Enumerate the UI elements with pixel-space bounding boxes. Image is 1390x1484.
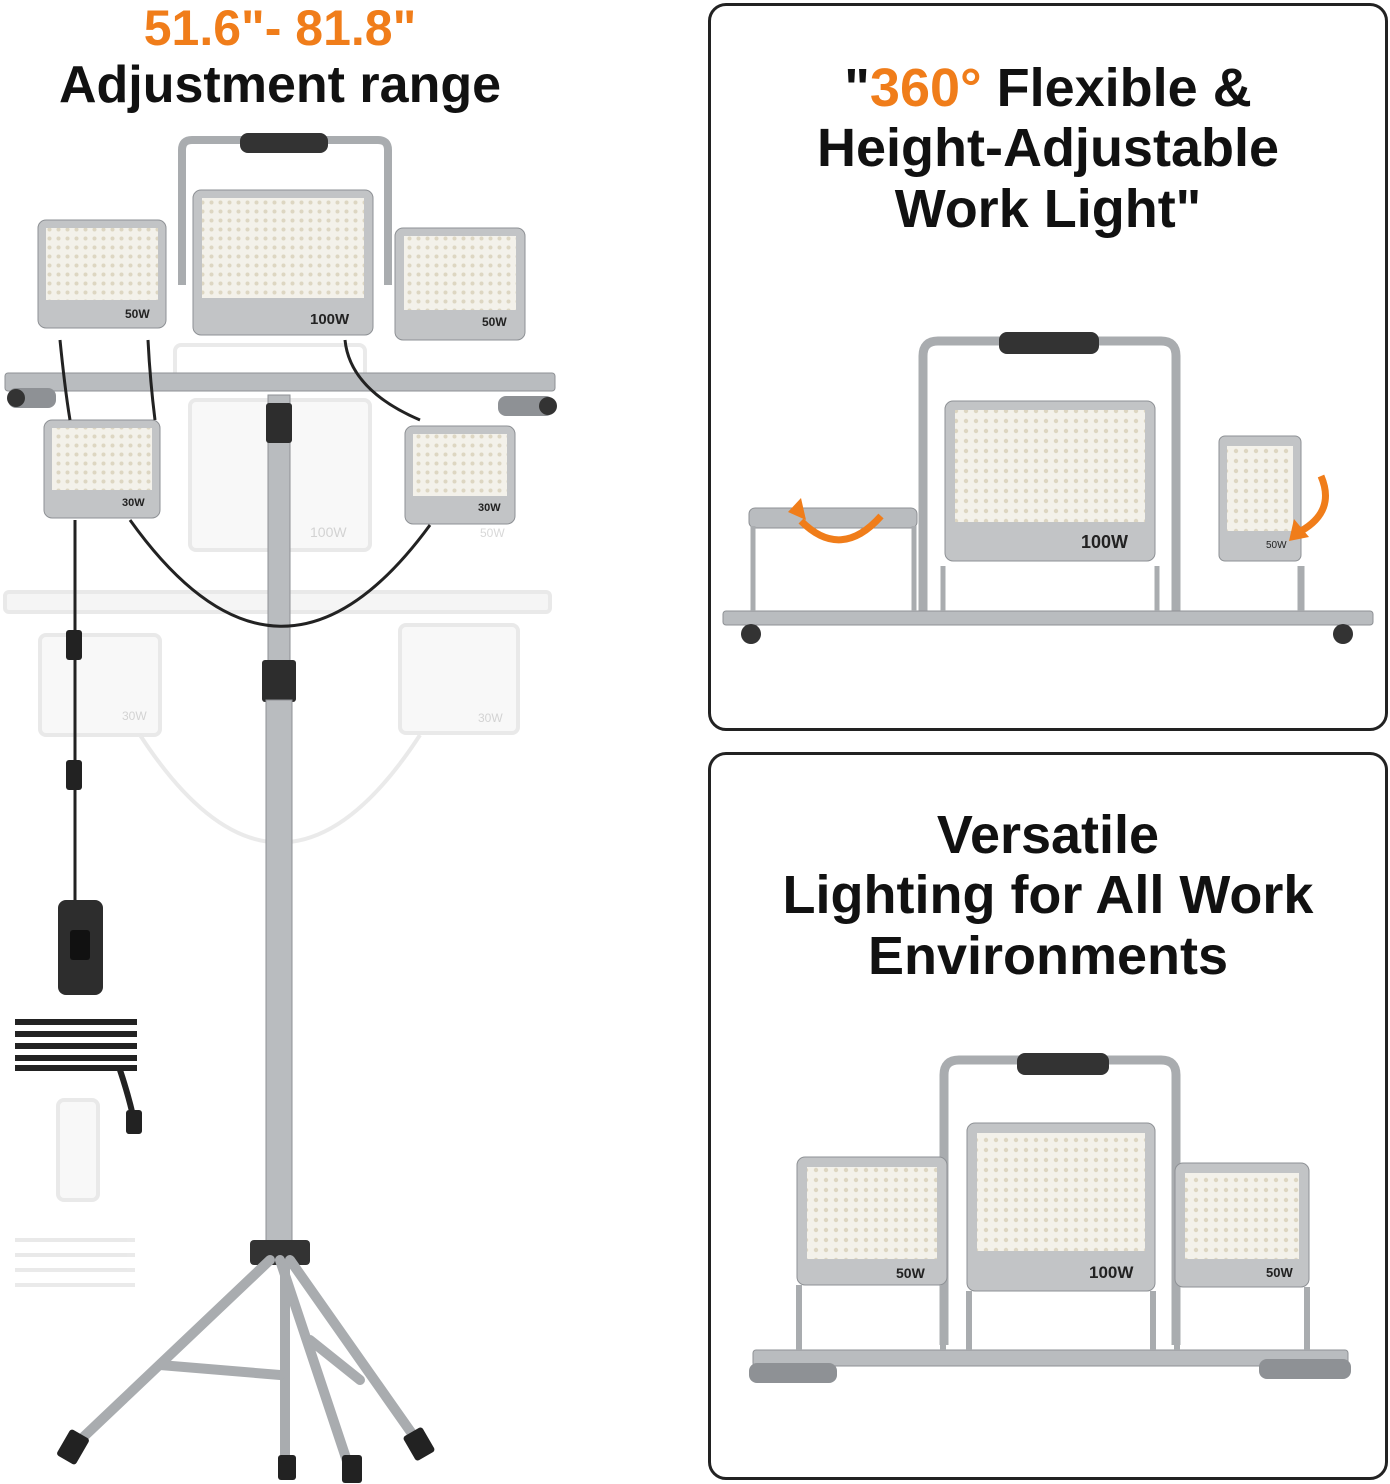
versatile-left-50w-label: 50W bbox=[896, 1265, 926, 1281]
top-right-50w-label: 50W bbox=[482, 315, 507, 329]
versatile-light-illustration: 50W 100W 50W bbox=[749, 1053, 1351, 1383]
top-left-50w-label: 50W bbox=[125, 307, 150, 321]
range-label: Adjustment range bbox=[58, 56, 502, 114]
ghost-100w-label: 100W bbox=[310, 524, 347, 540]
versatile-title: Versatile Lighting for All Work Environm… bbox=[711, 805, 1385, 986]
feature-panel-flexible: "360° Flexible & Height-Adjustable Work … bbox=[708, 3, 1388, 731]
flexible-title: "360° Flexible & Height-Adjustable Work … bbox=[711, 58, 1385, 239]
versatile-title-line3: Environments bbox=[867, 925, 1229, 986]
flexible-title-line3: Work Light" bbox=[894, 178, 1202, 239]
flexible-light-illustration: 100W 50W bbox=[722, 332, 1374, 644]
lower-right-30w-label: 30W bbox=[478, 502, 501, 514]
versatile-title-line2: Lighting for All Work bbox=[782, 865, 1314, 926]
flexible-100w-label: 100W bbox=[1081, 532, 1128, 552]
feature-panel-versatile: Versatile Lighting for All Work Environm… bbox=[708, 752, 1388, 1480]
ghost-30w-label-left: 30W bbox=[122, 709, 147, 723]
versatile-title-line1: Versatile bbox=[936, 805, 1160, 865]
versatile-100w-label: 100W bbox=[1089, 1263, 1134, 1282]
top-center-100w-label: 100W bbox=[310, 311, 350, 328]
flexible-title-line2: Height-Adjustable bbox=[816, 118, 1279, 179]
degree-highlight: 360° bbox=[869, 58, 982, 118]
range-value: 51.6"- 81.8" bbox=[143, 0, 417, 56]
flexible-50w-label: 50W bbox=[1266, 540, 1287, 551]
tripod-work-light-illustration: 100W 50W 30W 30W 50W 100W 50W 30W bbox=[3, 133, 557, 1483]
flexible-title-line1: "360° Flexible & bbox=[844, 58, 1252, 118]
versatile-right-50w-label: 50W bbox=[1266, 1265, 1293, 1280]
ghost-30w-label-right: 30W bbox=[478, 711, 503, 725]
lower-left-30w-label: 30W bbox=[122, 497, 145, 509]
ghost-50w-label: 50W bbox=[480, 526, 505, 540]
